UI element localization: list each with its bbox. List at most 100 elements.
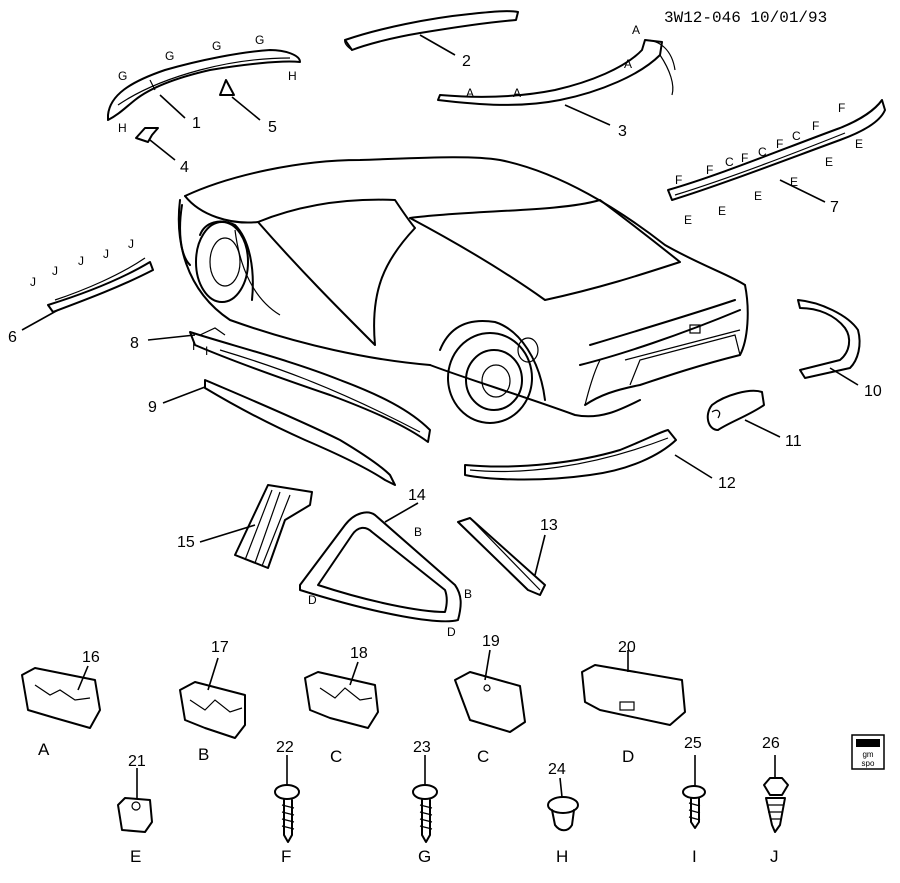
part-1-roof-molding-front (107, 49, 301, 121)
part-13-molding (457, 517, 546, 596)
fastener-label-24: H (556, 847, 568, 866)
letter-G: G (212, 39, 221, 53)
letter-C: C (725, 155, 734, 169)
part-18-clip (304, 671, 379, 729)
part-24-plug (547, 796, 579, 832)
logo-text-spo: spo (862, 759, 875, 768)
callout-19: 19 (482, 633, 500, 650)
part-7-rocker-molding (667, 99, 886, 201)
letter-H: H (118, 121, 127, 135)
callout-21: 21 (128, 753, 146, 770)
callout-3: 3 (618, 123, 627, 140)
fastener-label-23: G (418, 847, 431, 866)
callout-4: 4 (180, 159, 189, 176)
letter-I: I (192, 339, 195, 353)
letter-E: E (754, 189, 762, 203)
letter-J: J (128, 237, 134, 251)
letter-C: C (792, 129, 801, 143)
letter-F: F (706, 163, 713, 177)
letter-F: F (675, 173, 682, 187)
location-letters: G G G G H H A A A A F F C F C F C F F E … (30, 23, 863, 639)
gm-spo-logo: gm spo (851, 734, 885, 770)
letter-D: D (308, 593, 317, 607)
letter-E: E (718, 204, 726, 218)
part-11-molding (706, 389, 765, 431)
callout-6: 6 (8, 329, 17, 346)
part-15-seal-strip (234, 484, 313, 569)
part-2-roof-molding (344, 10, 519, 51)
callout-10: 10 (864, 383, 882, 400)
fastener-label-16: A (38, 740, 50, 759)
callout-16: 16 (82, 649, 100, 666)
letter-J: J (103, 247, 109, 261)
callout-20: 20 (618, 639, 636, 656)
letter-E: E (855, 137, 863, 151)
fastener-label-20: D (622, 747, 634, 766)
letter-F: F (741, 151, 748, 165)
part-16-clip (21, 667, 101, 729)
callout-18: 18 (350, 645, 368, 662)
part-14-window-molding (299, 511, 462, 623)
letter-C: C (758, 145, 767, 159)
part-10-molding (797, 299, 861, 379)
part-21-nut (117, 797, 153, 833)
letter-A: A (632, 23, 640, 37)
letter-G: G (118, 69, 127, 83)
fastener-label-22: F (281, 847, 291, 866)
callout-17: 17 (211, 639, 229, 656)
callout-15: 15 (177, 534, 195, 551)
letter-F: F (812, 119, 819, 133)
logo-text-gm: gm (862, 750, 873, 759)
letter-J: J (30, 275, 36, 289)
letter-F: F (776, 137, 783, 151)
letter-G: G (165, 49, 174, 63)
part-3-roof-molding-rear (437, 39, 676, 106)
letter-G: G (255, 33, 264, 47)
part-9-weatherstrip (204, 379, 396, 486)
part-8-rocker-molding (189, 327, 431, 443)
letter-D: D (447, 625, 456, 639)
part-22-screw (274, 784, 300, 843)
letter-A: A (624, 57, 632, 71)
letter-B: B (414, 525, 422, 539)
callout-22: 22 (276, 739, 294, 756)
fastener-type-labels: A B C C D E F G H I J (38, 740, 779, 866)
callout-1: 1 (192, 115, 201, 132)
callout-25: 25 (684, 735, 702, 752)
letter-F: F (838, 101, 845, 115)
fastener-label-21: E (130, 847, 141, 866)
part-19-clip (454, 671, 526, 733)
callout-26: 26 (762, 735, 780, 752)
letter-E: E (684, 213, 692, 227)
letter-J: J (78, 254, 84, 268)
letter-E: E (790, 175, 798, 189)
part-20-clip (581, 664, 686, 726)
callout-9: 9 (148, 399, 157, 416)
part-25-screw (682, 785, 706, 829)
callout-8: 8 (130, 335, 139, 352)
part-17-clip (179, 681, 246, 739)
fastener-label-26: J (770, 847, 779, 866)
part-12-rear-molding (464, 429, 677, 481)
leader-lines (21, 34, 859, 798)
letter-I: I (205, 344, 208, 358)
fastener-label-18: C (330, 747, 342, 766)
part-6-door-molding (47, 257, 154, 313)
callout-2: 2 (462, 53, 471, 70)
part-4-clip (135, 127, 159, 143)
callout-23: 23 (413, 739, 431, 756)
fastener-label-17: B (198, 745, 209, 764)
letter-A: A (513, 86, 521, 100)
callout-5: 5 (268, 119, 277, 136)
callout-24: 24 (548, 761, 566, 778)
fastener-label-25: I (692, 847, 697, 866)
letter-E: E (825, 155, 833, 169)
letter-H: H (288, 69, 297, 83)
letter-A: A (466, 86, 474, 100)
callout-7: 7 (830, 199, 839, 216)
car-body-drawing (177, 156, 749, 424)
callout-11: 11 (785, 433, 802, 450)
letter-B: B (464, 587, 472, 601)
callout-numbers: 1 2 3 4 5 6 7 8 9 10 11 12 13 14 15 16 1… (8, 53, 882, 778)
